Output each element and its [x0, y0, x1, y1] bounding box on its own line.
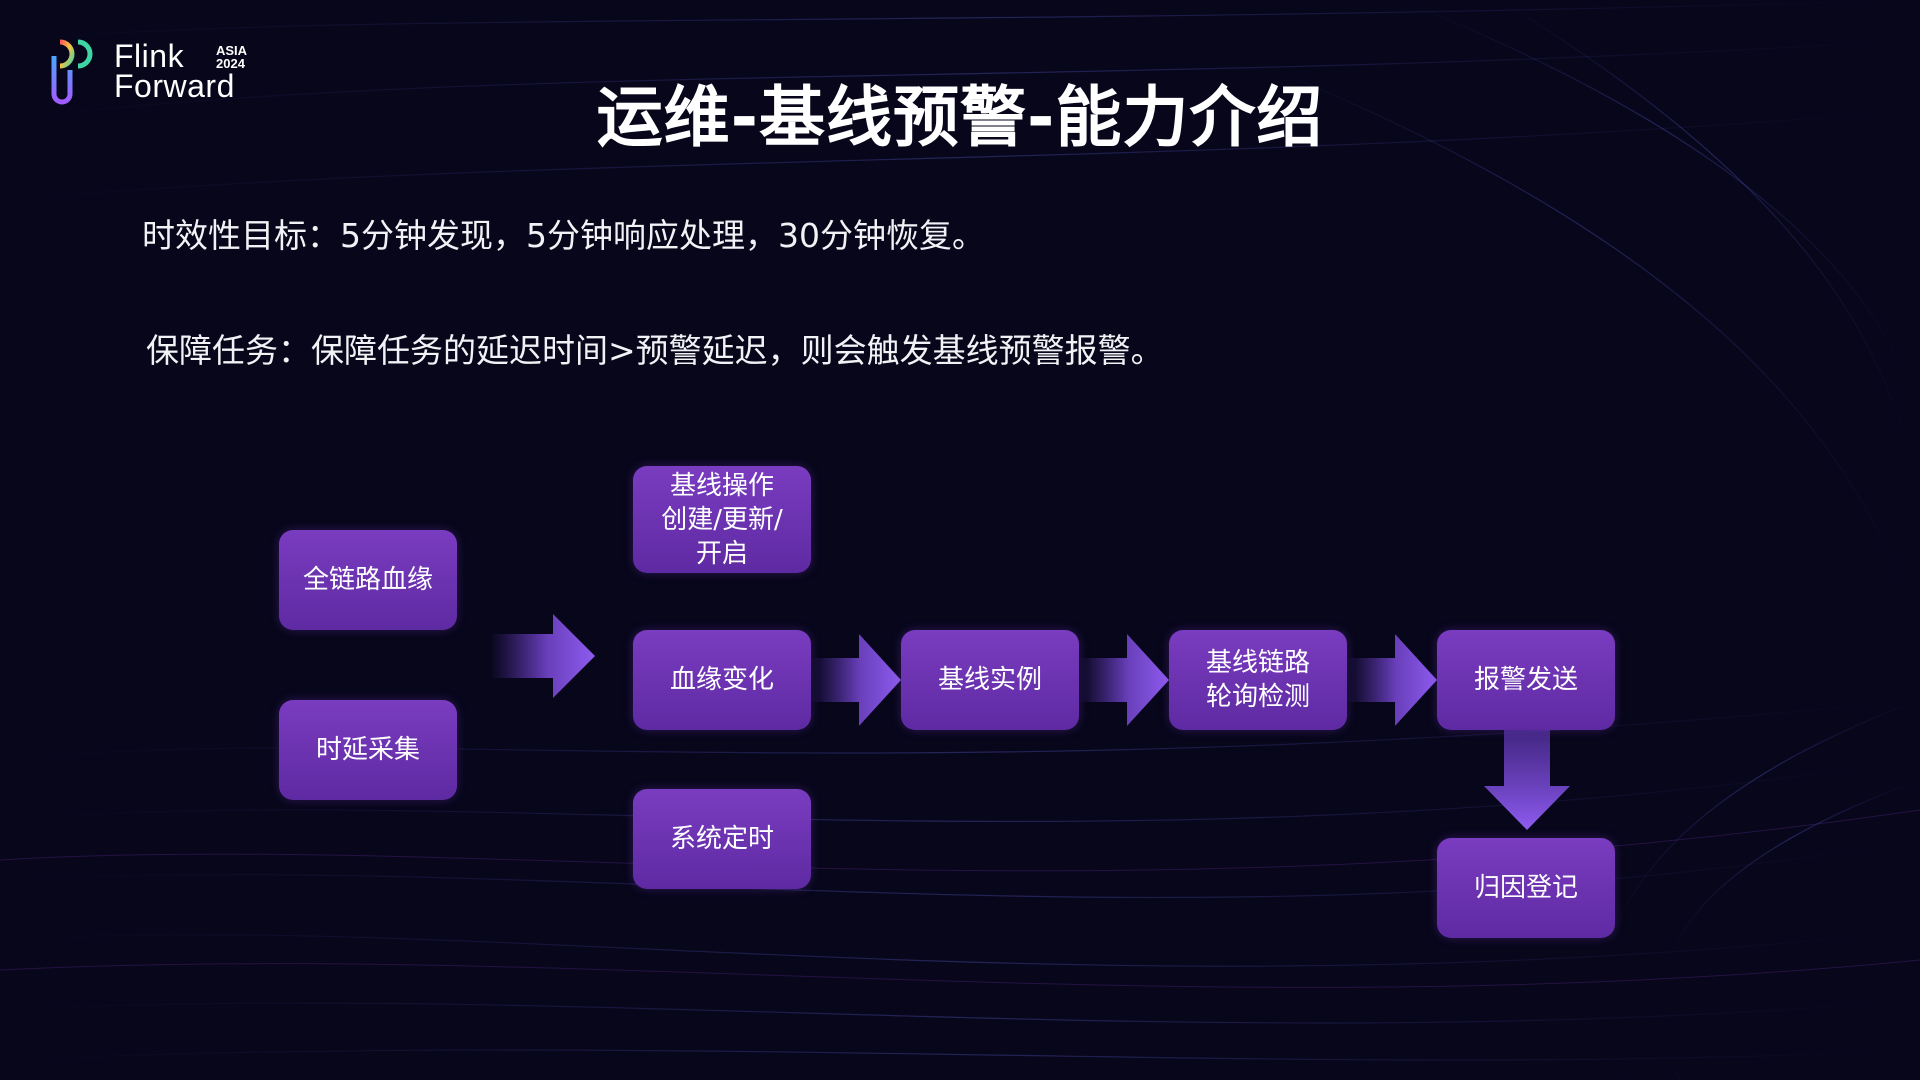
- node-baseline-instance: 基线实例: [901, 630, 1079, 730]
- logo-badge: ASIA 2024: [216, 44, 247, 70]
- flink-forward-logo: Flink Forward ASIA 2024: [46, 36, 266, 106]
- logo-word-forward: Forward: [114, 68, 235, 104]
- page-title: 运维-基线预警-能力介绍: [596, 79, 1324, 156]
- node-attribution-registration: 归因登记: [1437, 838, 1615, 938]
- node-lineage-change: 血缘变化: [633, 630, 811, 730]
- node-baseline-operation: 基线操作 创建/更新/ 开启: [633, 466, 811, 573]
- node-latency-collection: 时延采集: [279, 700, 457, 800]
- flink-forward-logo-mark-icon: [51, 39, 93, 105]
- timeliness-goal-text: 时效性目标：5分钟发现，5分钟响应处理，30分钟恢复。: [142, 216, 985, 255]
- logo-badge-year: 2024: [216, 56, 245, 71]
- node-alert-send: 报警发送: [1437, 630, 1615, 730]
- node-full-lineage: 全链路血缘: [279, 530, 457, 630]
- logo-badge-region: ASIA: [216, 43, 248, 58]
- node-system-timer: 系统定时: [633, 789, 811, 889]
- guarantee-task-text: 保障任务：保障任务的延迟时间>预警延迟，则会触发基线预警报警。: [146, 331, 1164, 370]
- node-baseline-poll-detection: 基线链路 轮询检测: [1169, 630, 1347, 730]
- logo-word-flink: Flink: [114, 38, 185, 74]
